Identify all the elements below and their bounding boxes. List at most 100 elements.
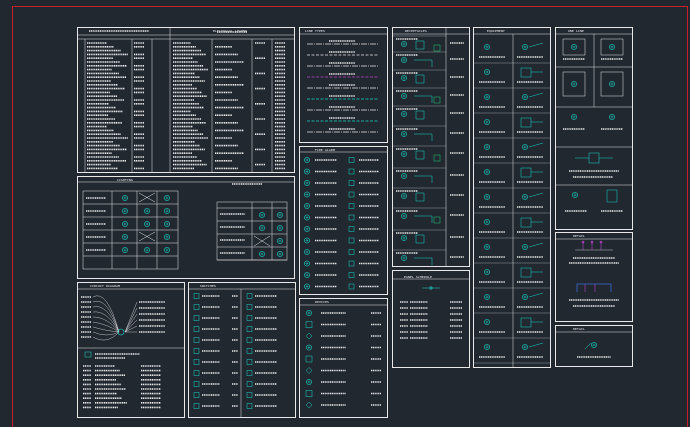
switch-box-icon xyxy=(193,304,200,310)
junction-icon xyxy=(117,328,125,336)
transformer-box-icon xyxy=(588,152,600,164)
fire-alarm-device-icon xyxy=(304,226,310,232)
device-box-icon xyxy=(305,355,313,363)
light-fixture-icon xyxy=(144,208,150,214)
fire-alarm-box-icon xyxy=(348,168,355,175)
wire-path xyxy=(92,326,120,333)
wire-stroke xyxy=(528,42,544,48)
rule-line xyxy=(253,235,271,247)
ground-box-icon xyxy=(433,96,441,104)
equipment-icon xyxy=(522,144,528,150)
switch-box-icon xyxy=(193,348,200,354)
switch-box-icon xyxy=(246,359,253,365)
panel-symbol-icon xyxy=(571,44,577,50)
panel-schedule-panel[interactable] xyxy=(392,270,470,368)
detail-b-panel[interactable] xyxy=(555,325,633,367)
equipment-icon xyxy=(522,194,528,200)
fire-alarm-panel[interactable] xyxy=(299,146,388,295)
wire-path xyxy=(92,300,120,333)
switch-box-icon xyxy=(246,370,253,376)
lighting-matrix-panel[interactable] xyxy=(77,176,295,279)
detail-a-panel[interactable] xyxy=(555,232,633,322)
switch-symbol-icon xyxy=(277,251,283,257)
fire-alarm-box-icon xyxy=(348,157,355,163)
wire-path xyxy=(124,313,138,333)
fire-alarm-device-icon xyxy=(304,260,310,267)
wire-path xyxy=(92,311,120,333)
switch-box-icon xyxy=(193,392,200,398)
ground-box-icon xyxy=(433,44,441,52)
legend-table-panel[interactable] xyxy=(77,27,295,173)
receptacle-icon xyxy=(401,93,407,99)
switch-box-icon xyxy=(193,370,200,376)
terminal-icon xyxy=(590,240,594,244)
circuit-diagram-panel[interactable] xyxy=(77,282,185,418)
switches-title: SWITCHES xyxy=(200,284,217,288)
fire-alarm-device-icon xyxy=(304,157,310,163)
fire-alarm-box-icon xyxy=(348,283,355,290)
rule-line xyxy=(138,192,156,203)
receptacle-icon xyxy=(401,235,407,241)
light-fixture-icon xyxy=(144,247,150,253)
fire-alarm-device-icon xyxy=(304,283,310,290)
wire-path xyxy=(92,331,120,336)
equipment-icon xyxy=(522,244,528,250)
receptacle-icon xyxy=(401,41,407,47)
switch-symbol-icon xyxy=(277,225,283,231)
switch-box-icon xyxy=(246,348,253,354)
switch-box-icon xyxy=(193,315,200,321)
equipment-box-icon xyxy=(520,167,532,178)
switch-box-icon xyxy=(193,293,200,299)
receptacle-icon xyxy=(401,111,407,117)
equipment-box-icon xyxy=(520,217,532,228)
equipment-icon xyxy=(484,219,490,225)
receptacle-box-icon xyxy=(415,150,425,160)
wire-path xyxy=(92,306,120,333)
fire-alarm-title: FIRE ALARM xyxy=(315,148,336,152)
line-types-title: LINE TYPES xyxy=(305,29,326,33)
one-line-panel[interactable] xyxy=(555,27,633,230)
wire-path xyxy=(124,319,138,333)
lighting-matrix-title: LIGHTING xyxy=(117,178,134,182)
device-icon xyxy=(306,310,312,316)
equipment-box-icon xyxy=(520,67,532,78)
wire-stroke xyxy=(528,342,544,348)
switches-panel[interactable] xyxy=(188,282,296,418)
device-symbol-icon xyxy=(591,342,597,348)
switch-box-icon xyxy=(193,359,200,365)
device-box-icon xyxy=(606,189,618,203)
receptacles-panel[interactable] xyxy=(392,27,470,267)
fire-alarm-device-icon xyxy=(304,249,310,255)
devices-title: DEVICES xyxy=(315,300,330,304)
switch-symbol-icon xyxy=(259,212,265,218)
wire-path xyxy=(92,316,120,333)
wire-stroke xyxy=(528,142,544,148)
switch-box-icon xyxy=(246,337,253,343)
ground-box-icon xyxy=(433,216,441,224)
fire-alarm-box-icon xyxy=(348,272,355,278)
equipment-panel[interactable] xyxy=(473,27,551,368)
switch-box-icon xyxy=(246,326,253,332)
equipment-icon xyxy=(484,319,490,325)
devices-panel[interactable] xyxy=(299,298,388,418)
fire-alarm-device-icon xyxy=(304,180,310,186)
wire-stroke xyxy=(528,242,544,248)
wire-path xyxy=(92,331,120,341)
switch-box-icon xyxy=(246,293,253,299)
fire-alarm-box-icon xyxy=(348,237,355,244)
receptacle-icon xyxy=(401,213,407,219)
receptacle-icon xyxy=(401,151,407,157)
rule-line xyxy=(138,231,156,242)
wire-path xyxy=(92,321,120,333)
light-fixture-icon xyxy=(164,208,170,214)
device-symbol-icon xyxy=(572,192,578,198)
wire-path xyxy=(124,325,138,333)
fire-alarm-device-icon xyxy=(304,214,310,221)
panel-symbol-icon xyxy=(609,44,615,50)
light-fixture-icon xyxy=(122,234,128,240)
light-fixture-icon xyxy=(144,221,150,227)
line-types-panel[interactable] xyxy=(299,27,388,143)
fire-alarm-device-icon xyxy=(304,237,310,244)
equipment-box-icon xyxy=(520,267,532,278)
